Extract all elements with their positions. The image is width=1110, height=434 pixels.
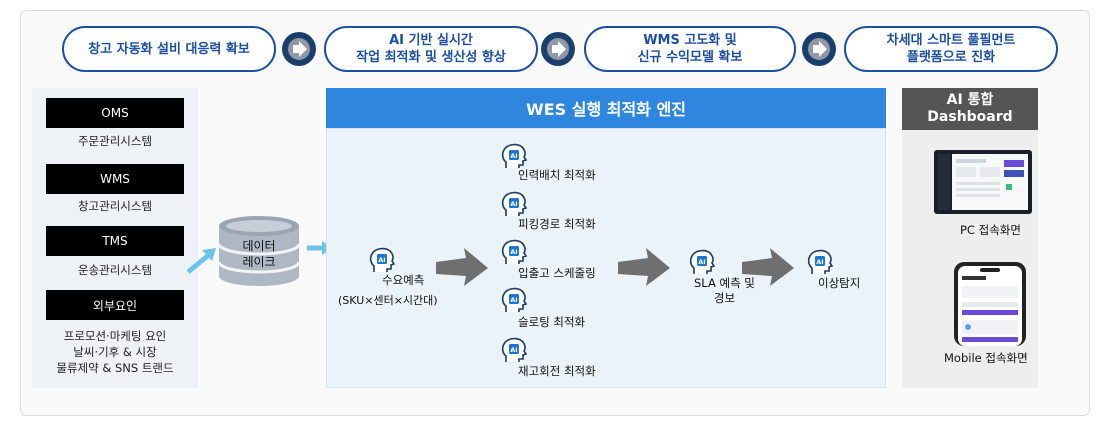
ai-head-sla-icon: AI xyxy=(689,249,716,274)
ai-head-forecast-icon: AI xyxy=(369,247,396,272)
arrow-forecast-to-optimizers-icon xyxy=(436,248,488,286)
sla-label: SLA 예측 및 경보 xyxy=(694,276,755,305)
svg-text:AI: AI xyxy=(510,200,517,208)
data-lake-cylinder-icon xyxy=(217,216,301,286)
arrow-sla-to-anomaly-icon xyxy=(742,248,794,286)
pc-screen-thumbnail-icon xyxy=(934,150,1032,214)
source-external-box: 외부요인 xyxy=(46,290,184,320)
ai-head-slotting-icon: AI xyxy=(501,287,528,312)
svg-text:AI: AI xyxy=(510,152,517,160)
forecast-label: 수요예측 xyxy=(382,273,425,287)
optimizer-slotting-label: 슬로팅 최적화 xyxy=(518,315,586,329)
data-lake-label: 데이터 레이크 xyxy=(242,239,276,269)
source-wms-desc: 창고관리시스템 xyxy=(77,199,153,213)
source-external-desc: 프로모션·마케팅 요인 날씨·기후 & 시장 물류제약 & SNS 트랜드 xyxy=(56,329,174,375)
svg-text:AI: AI xyxy=(510,248,517,256)
goal-arrow-2-icon xyxy=(541,32,575,66)
dashboard-title: AI 통합 Dashboard xyxy=(902,88,1038,130)
mobile-screen-label: Mobile 접속화면 xyxy=(944,351,1028,365)
svg-text:AI: AI xyxy=(698,258,705,266)
forecast-sub-label: (SKU×센터×시간대) xyxy=(338,294,438,307)
svg-text:AI: AI xyxy=(510,296,517,304)
mobile-screen-thumbnail-icon xyxy=(954,262,1026,346)
optimizer-scheduling-label: 입출고 스케줄링 xyxy=(518,266,596,280)
arrow-optimizers-to-sla-icon xyxy=(618,248,670,286)
source-systems-panel: OMS 주문관리시스템 WMS 창고관리시스템 TMS 운송관리시스템 외부요인… xyxy=(32,88,198,388)
ai-head-staffing-icon: AI xyxy=(501,143,528,168)
source-tms-box: TMS xyxy=(46,226,184,256)
goal-pill-1: 창고 자동화 설비 대응력 확보 xyxy=(62,26,276,72)
pc-screen-label: PC 접속화면 xyxy=(960,223,1021,237)
source-oms-box: OMS xyxy=(46,98,184,128)
source-oms-desc: 주문관리시스템 xyxy=(77,134,153,148)
svg-text:AI: AI xyxy=(510,346,517,354)
ai-head-anomaly-icon: AI xyxy=(807,249,834,274)
ai-head-picking-icon: AI xyxy=(501,191,528,216)
arrow-to-lake-icon xyxy=(186,248,216,274)
optimizer-picking-label: 피킹경로 최적화 xyxy=(518,217,596,231)
wes-engine-title: WES 실행 최적화 엔진 xyxy=(326,88,886,128)
svg-text:AI: AI xyxy=(816,258,823,266)
source-tms-desc: 운송관리시스템 xyxy=(77,263,153,277)
svg-text:AI: AI xyxy=(378,256,385,264)
goal-pill-4: 차세대 스마트 풀필먼트 플랫폼으로 진화 xyxy=(844,26,1058,72)
goal-arrow-3-icon xyxy=(802,32,836,66)
wes-engine-body xyxy=(326,128,886,388)
ai-head-scheduling-icon: AI xyxy=(501,239,528,264)
optimizer-staffing-label: 인력배치 최적화 xyxy=(518,168,596,182)
ai-head-turnover-icon: AI xyxy=(501,337,528,362)
optimizer-turnover-label: 재고회전 최적화 xyxy=(518,364,596,378)
goal-arrow-1-icon xyxy=(282,32,316,66)
anomaly-label: 이상탐지 xyxy=(818,276,861,290)
source-wms-box: WMS xyxy=(46,164,184,194)
goal-pill-3: WMS 고도화 및 신규 수익모델 확보 xyxy=(584,26,796,72)
goal-pill-2: AI 기반 실시간 작업 최적화 및 생산성 향상 xyxy=(324,26,538,72)
